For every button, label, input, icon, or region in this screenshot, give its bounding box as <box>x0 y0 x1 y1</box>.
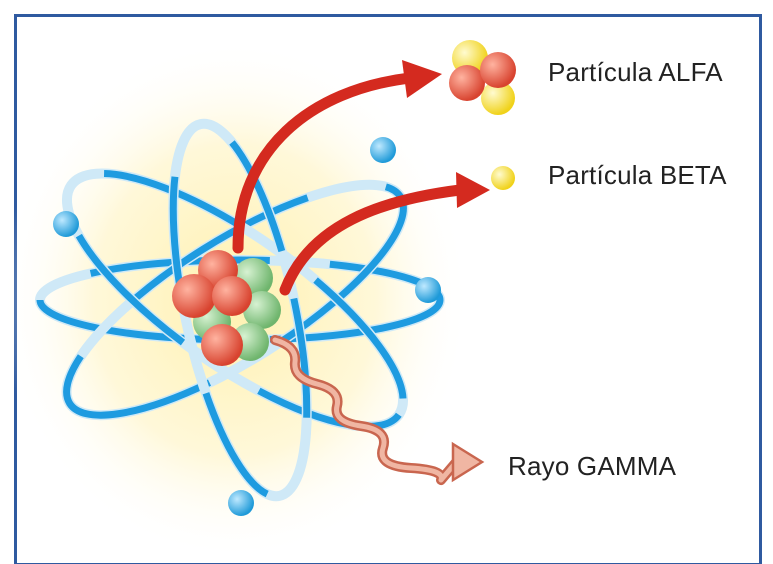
proton <box>201 324 243 366</box>
electron <box>228 490 254 516</box>
alpha-proton <box>449 65 485 101</box>
gamma-ray-label: Rayo GAMMA <box>508 451 676 482</box>
alpha-particle-label: Partícula ALFA <box>548 57 723 88</box>
proton <box>212 276 252 316</box>
beta-particle-label: Partícula BETA <box>548 160 727 191</box>
electron <box>415 277 441 303</box>
alpha-arrowhead <box>402 60 442 98</box>
gamma-arrowhead <box>453 444 482 480</box>
electron <box>370 137 396 163</box>
beta-arrowhead <box>456 172 490 208</box>
alpha-proton <box>480 52 516 88</box>
proton <box>172 274 216 318</box>
beta-particle-icon <box>491 166 515 190</box>
alpha-particle-icon <box>449 40 516 115</box>
electron <box>53 211 79 237</box>
